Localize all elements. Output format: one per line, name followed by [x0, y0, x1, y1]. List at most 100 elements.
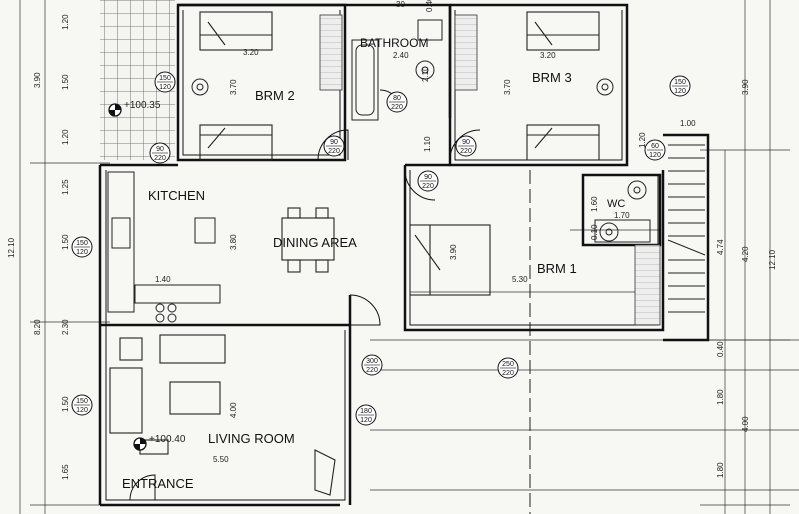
dim-living-width: 5.50	[213, 455, 229, 464]
opening-tag-top: 90	[156, 146, 164, 153]
opening-tag-bottom: 220	[328, 148, 340, 155]
dim-living-height: 4.00	[229, 402, 238, 418]
opening-tag-bottom: 120	[76, 407, 88, 414]
dim-left-8: 1.65	[61, 464, 70, 480]
dim-brm2-width: 3.20	[243, 48, 259, 57]
left-dimensions: 1.20 1.50 1.20 1.25 1.50 2.30 1.50 1.65 …	[7, 14, 70, 480]
dim-bath-width: 2.40	[393, 51, 409, 60]
dim-right-8: 4.00	[741, 416, 750, 432]
bathroom-fixtures	[191, 19, 651, 243]
beds	[199, 11, 600, 296]
dim-wc-small: 0.10	[590, 224, 599, 240]
walls	[98, 3, 710, 507]
room-label-kitchen: KITCHEN	[148, 188, 205, 203]
room-label-brm3: BRM 3	[532, 70, 572, 85]
dim-left-6: 2.30	[61, 319, 70, 335]
opening-tag-top: 90	[330, 139, 338, 146]
opening-tag-top: 150	[76, 398, 88, 405]
opening-tag-top: 80	[393, 95, 401, 102]
dim-wc-height: 1.60	[590, 196, 599, 212]
opening-tag-top: 150	[76, 240, 88, 247]
right-dimensions: 3.90 1.00 4.74 4.20 12.10 0.40 1.80 4.00…	[680, 79, 777, 478]
opening-tag-top: 90	[424, 174, 432, 181]
dim-brm2-height: 3.70	[229, 79, 238, 95]
level-lower-label: +100.40	[149, 434, 186, 445]
dim-left-5: 1.50	[61, 234, 70, 250]
room-label-dining: DINING AREA	[273, 235, 357, 250]
dim-bath-vertical: 2.10	[421, 66, 430, 82]
dim-left-3: 1.20	[61, 129, 70, 145]
dim-brm3-width: 3.20	[540, 51, 556, 60]
opening-tag-bottom: 220	[460, 148, 472, 155]
dim-hall: 1.10	[423, 136, 432, 152]
dim-right-2: 1.00	[680, 119, 696, 128]
dim-stair-small: 1.20	[638, 132, 647, 148]
dim-left-4: 1.25	[61, 179, 70, 195]
dim-left-1: 1.20	[61, 14, 70, 30]
dim-top2: 0.40	[425, 0, 434, 12]
opening-tag-top: 300	[366, 358, 378, 365]
opening-tag-bottom: 120	[674, 88, 686, 95]
level-upper-label: +100.35	[124, 100, 161, 111]
room-label-bathroom: BATHROOM	[360, 36, 428, 50]
dim-kitchen-height: 3.80	[229, 234, 238, 250]
interior-dimensions: 3.20 3.70 2.40 2.10 1.10 30 0.40 3.20 3.…	[155, 0, 647, 464]
room-label-wc: WC	[607, 198, 625, 210]
dim-right-3: 4.74	[716, 239, 725, 255]
dim-wc-width: 1.70	[614, 211, 630, 220]
room-label-brm2: BRM 2	[255, 88, 295, 103]
opening-tag-bottom: 220	[391, 104, 403, 111]
kitchen-fixtures	[107, 171, 221, 323]
opening-tag-top: 60	[651, 143, 659, 150]
room-label-entrance: ENTRANCE	[122, 476, 194, 491]
dim-left-outer-1: 3.90	[33, 72, 42, 88]
staircase	[667, 144, 706, 313]
opening-tag-bottom: 220	[154, 155, 166, 162]
dim-right-7: 1.80	[716, 389, 725, 405]
dim-right-9: 1.80	[716, 462, 725, 478]
dim-brm3-height: 3.70	[503, 79, 512, 95]
opening-tag-top: 150	[159, 75, 171, 82]
dimension-lines	[19, 0, 799, 514]
opening-tag-top: 250	[502, 361, 514, 368]
dim-brm1-width: 5.30	[512, 275, 528, 284]
dim-kitchen-width: 1.40	[155, 275, 171, 284]
dim-left-outer-3: 8.20	[33, 319, 42, 335]
room-label-living: LIVING ROOM	[208, 431, 295, 446]
dim-left-7: 1.50	[61, 396, 70, 412]
opening-tag-top: 90	[462, 139, 470, 146]
opening-tag-top: 150	[674, 79, 686, 86]
opening-tag-top: 180	[360, 408, 372, 415]
opening-tag-bottom: 220	[422, 183, 434, 190]
level-markers	[108, 103, 147, 451]
opening-tags: 1501209022080220902209022090220150120601…	[71, 71, 691, 426]
opening-tag-bottom: 120	[76, 249, 88, 256]
opening-tag-bottom: 120	[159, 84, 171, 91]
wardrobes	[319, 14, 661, 326]
opening-tag-bottom: 120	[649, 152, 661, 159]
opening-tag-bottom: 220	[366, 367, 378, 374]
dim-right-5: 12.10	[768, 249, 777, 270]
opening-tag-bottom: 120	[360, 417, 372, 424]
room-label-brm1: BRM 1	[537, 261, 577, 276]
opening-tag-bottom: 220	[502, 370, 514, 377]
dim-top: 30	[396, 0, 405, 9]
dim-right-6: 0.40	[716, 341, 725, 357]
dim-left-outer-2: 12.10	[7, 237, 16, 258]
dim-right-1: 3.90	[741, 79, 750, 95]
dim-left-2: 1.50	[61, 74, 70, 90]
